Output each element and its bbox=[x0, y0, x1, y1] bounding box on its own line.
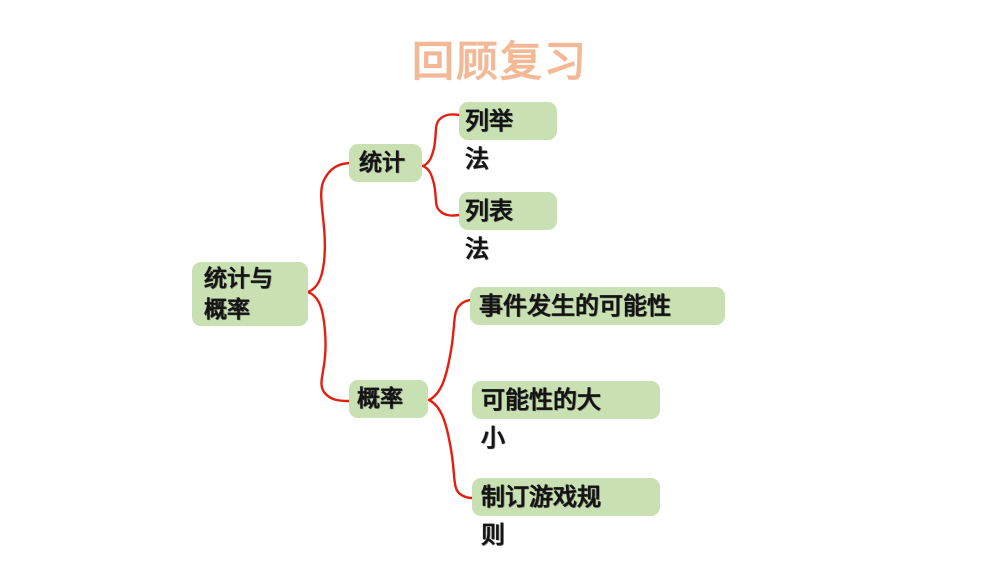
node-label: 可能性的大 小 bbox=[481, 386, 601, 452]
node-plate bbox=[349, 380, 428, 418]
node-root[interactable]: 统计与 概率 bbox=[192, 262, 308, 326]
node-branch-gailv[interactable]: 概率 bbox=[349, 380, 428, 418]
node-leaf-zhiding-youxi-guize[interactable]: 制订游戏规 则 bbox=[472, 478, 660, 554]
connector-tongji-to-lieju bbox=[421, 113, 461, 168]
node-label: 列表 法 bbox=[465, 197, 513, 263]
connector-tongji-to-liebiao bbox=[421, 164, 461, 217]
node-label: 制订游戏规 则 bbox=[481, 483, 601, 549]
node-plate bbox=[459, 192, 557, 230]
node-plate bbox=[470, 287, 725, 325]
connector-root-to-gailv bbox=[306, 290, 351, 403]
node-plate bbox=[192, 262, 308, 326]
node-label: 概率 bbox=[357, 386, 403, 412]
node-leaf-shijian-kenengxing[interactable]: 事件发生的可能性 bbox=[470, 287, 725, 325]
node-plate bbox=[472, 478, 660, 516]
page-title: 回顾复习 bbox=[411, 37, 588, 86]
connector-gailv-to-guize bbox=[427, 398, 474, 500]
node-leaf-liebiao-fa[interactable]: 列表 法 bbox=[459, 192, 557, 268]
connector-root-to-tongji bbox=[306, 161, 351, 294]
node-label: 列举 法 bbox=[465, 107, 513, 173]
node-leaf-kenengxing-daxiao[interactable]: 可能性的大 小 bbox=[472, 381, 660, 457]
node-leaf-lieju-fa[interactable]: 列举 法 bbox=[459, 102, 557, 178]
node-plate bbox=[349, 144, 422, 182]
node-plate bbox=[459, 102, 557, 140]
connector-gailv-to-shijian bbox=[427, 298, 474, 402]
node-branch-tongji[interactable]: 统计 bbox=[349, 144, 422, 182]
node-plate bbox=[472, 381, 660, 419]
node-label: 统计与 概率 bbox=[204, 266, 273, 323]
node-label: 统计 bbox=[359, 150, 405, 176]
node-label: 事件发生的可能性 bbox=[479, 292, 671, 320]
